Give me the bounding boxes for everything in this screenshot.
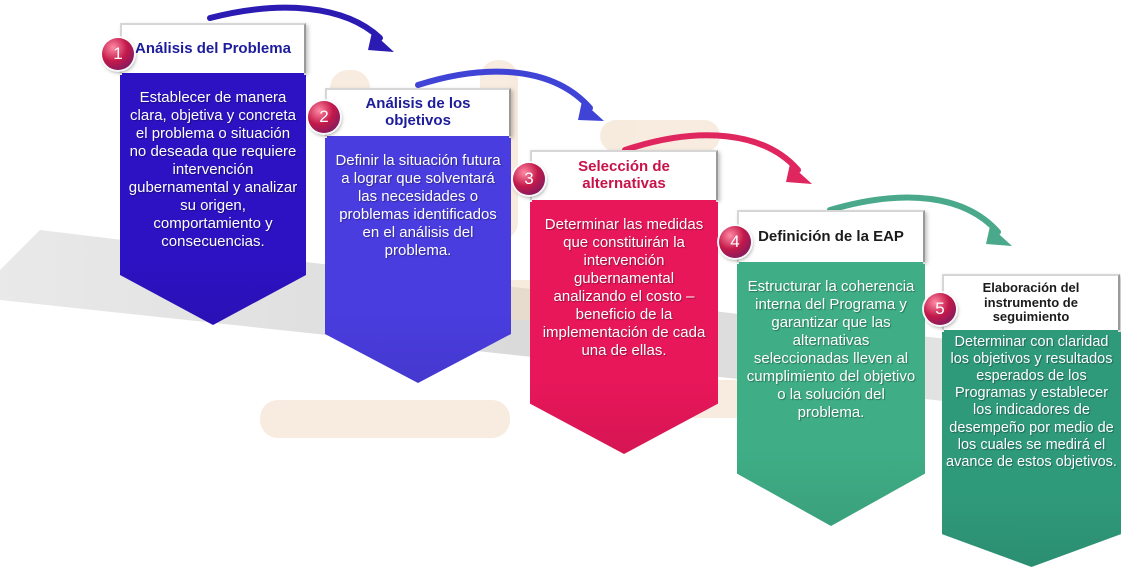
arrowhead-3 [786, 164, 812, 184]
arrow-4-to-5 [827, 194, 1001, 235]
step-1-title: Análisis del Problema [120, 23, 306, 76]
arrow-2-to-3 [415, 68, 593, 111]
step-5-title-underline [944, 330, 1118, 333]
step-3-title: Selección de alternativas [530, 150, 718, 203]
step-1-chevron: Establecer de manera clara, objetiva y c… [120, 75, 306, 325]
arrow-3-to-4 [622, 132, 801, 173]
step-5-number-badge: 5 [924, 293, 956, 325]
step-4-text: Estructurar la coherencia interna del Pr… [746, 278, 916, 421]
step-2-chevron: Definir la situación futura a lograr que… [325, 138, 511, 383]
arrow-1-to-2 [207, 4, 383, 41]
step-3-number: 3 [524, 169, 534, 188]
step-4-title: Definición de la EAP [737, 210, 925, 265]
step-5-text: Determinar con claridad los objetivos y … [946, 334, 1117, 470]
step-4-title-underline [739, 262, 923, 265]
step-2-title: Análisis de los objetivos [325, 88, 511, 139]
step-2-title-underline [327, 136, 509, 139]
arrowhead-4 [986, 226, 1012, 246]
step-4-number: 4 [730, 232, 740, 251]
step-2-number-badge: 2 [308, 101, 340, 133]
step-4-title-text: Definición de la EAP [758, 227, 904, 245]
step-3-title-text: Selección de alternativas [578, 158, 670, 192]
step-5-title-text: Elaboración del instrumento de seguimien… [982, 280, 1080, 325]
step-1-title-text: Análisis del Problema [135, 39, 291, 57]
step-4-number-badge: 4 [719, 226, 751, 258]
arrowhead-1 [368, 32, 394, 52]
step-2-text: Definir la situación futura a lograr que… [335, 152, 501, 259]
step-1-number: 1 [113, 44, 123, 63]
step-4-chevron: Estructurar la coherencia interna del Pr… [737, 264, 925, 526]
step-1-text: Establecer de manera clara, objetiva y c… [128, 89, 298, 250]
step-3-title-underline [532, 200, 716, 203]
arrowhead-2 [578, 101, 604, 121]
step-1-number-badge: 1 [102, 38, 134, 70]
step-2-number: 2 [319, 107, 329, 126]
step-3-chevron: Determinar las medidas que constituirán … [530, 202, 718, 454]
step-2-title-text: Análisis de los objetivos [365, 95, 471, 129]
step-1-title-underline [122, 73, 304, 76]
step-5-title: Elaboración del instrumento de seguimien… [942, 274, 1120, 333]
step-5-number: 5 [935, 299, 945, 318]
step-3-text: Determinar las medidas que constituirán … [542, 216, 706, 359]
step-3-number-badge: 3 [513, 163, 545, 195]
step-5-chevron: Determinar con claridad los objetivos y … [942, 332, 1121, 567]
